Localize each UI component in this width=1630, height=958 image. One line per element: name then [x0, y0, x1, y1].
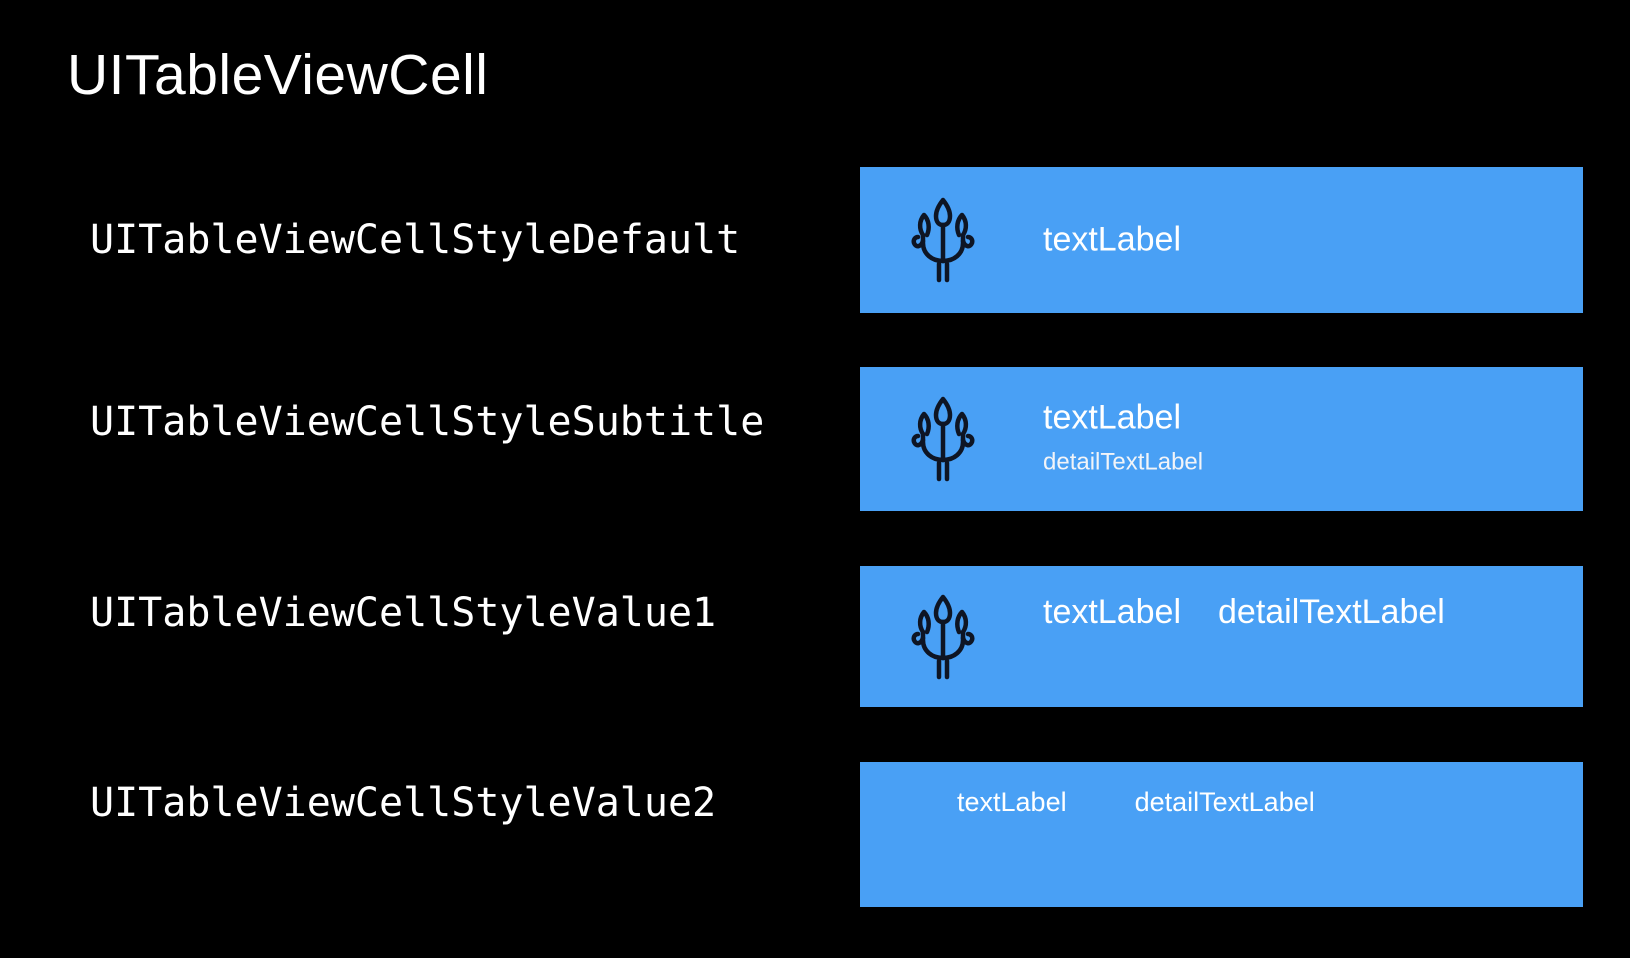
detail-text-label: detailTextLabel	[1043, 448, 1204, 476]
text-label: textLabel	[1043, 398, 1181, 437]
text-label: textLabel	[1043, 220, 1181, 259]
page-title: UITableViewCell	[67, 43, 489, 107]
text-label: textLabel	[1043, 593, 1181, 631]
trident-icon	[909, 396, 977, 482]
cell-preview-value1: textLabel detailTextLabel	[860, 566, 1583, 707]
detail-text-label: detailTextLabel	[1218, 593, 1445, 631]
trident-icon	[909, 197, 977, 283]
text-label: textLabel	[957, 787, 1067, 817]
cell-preview-default: textLabel	[860, 167, 1583, 313]
style-name-label-value1: UITableViewCellStyleValue1	[90, 590, 717, 636]
detail-text-label: detailTextLabel	[1134, 787, 1315, 817]
trident-icon	[909, 594, 977, 680]
style-name-label-value2: UITableViewCellStyleValue2	[90, 780, 717, 826]
cell-preview-subtitle: textLabel detailTextLabel	[860, 367, 1583, 511]
style-name-label-subtitle: UITableViewCellStyleSubtitle	[90, 399, 765, 445]
cell-preview-value2: textLabel detailTextLabel	[860, 762, 1583, 907]
style-name-label-default: UITableViewCellStyleDefault	[90, 217, 741, 263]
